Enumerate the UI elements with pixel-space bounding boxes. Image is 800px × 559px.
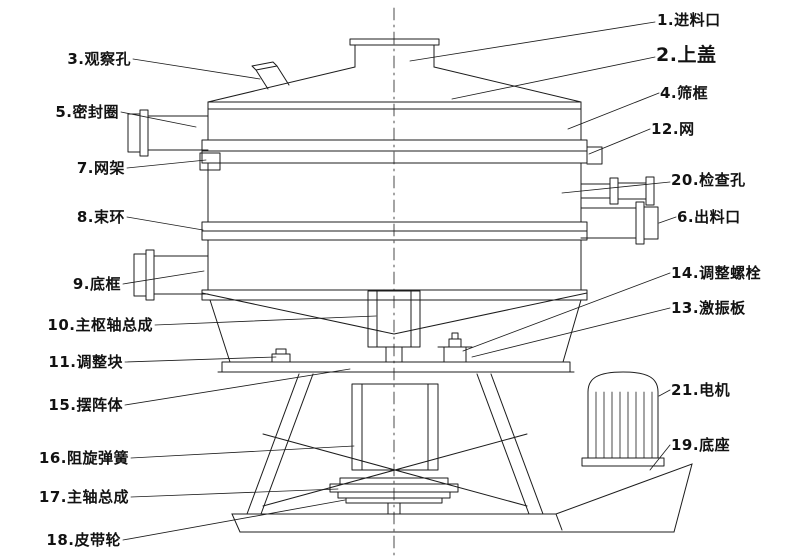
label-main-pivot-assembly: 10.主枢轴总成 [47,316,153,334]
main-pivot-block [367,290,421,363]
label-motor: 21.电机 [671,381,731,399]
body-drawing [201,101,588,335]
leader-lines [120,21,677,541]
seal-ring-port [127,109,209,157]
feed-inlet-drawing [349,38,440,68]
observation-hole-drawing [251,61,290,90]
label-mesh-frame: 7.网架 [76,159,125,177]
motor-drawing [581,371,665,467]
label-adjusting-block: 11.调整块 [48,353,123,371]
label-inspection-hole: 20.检查孔 [671,171,746,189]
right-ports-drawing [580,146,659,245]
label-seal-ring: 5.密封圈 [55,103,119,121]
mesh-frame-tab [199,152,221,171]
adjusting-bolt [437,332,473,363]
bottom-frame-port [133,249,209,301]
label-feed-inlet: 1.进料口 [657,11,721,29]
label-bottom-frame: 9.底框 [72,275,121,293]
stand-drawing [246,373,544,515]
label-top-cover: 2.上盖 [656,44,717,66]
label-belt-pulley: 18.皮带轮 [46,531,121,549]
label-sieve-frame: 4.筛框 [660,84,709,102]
inspection-hole-port [580,176,655,206]
label-anti-rotation-spring: 16.阻旋弹簧 [38,449,129,467]
label-discharge-outlet: 6.出料口 [677,208,741,226]
label-clamp-ring: 8.束环 [76,208,125,226]
label-swing-body: 15.摆阵体 [48,396,123,414]
mesh-stub [586,146,603,165]
adjusting-block-bolt [271,348,291,363]
label-observation-hole: 3.观察孔 [67,50,131,68]
label-mesh: 12.网 [651,120,695,138]
pulley-drawing [329,383,459,515]
label-base: 19.底座 [671,436,731,454]
left-ports-drawing [127,109,221,301]
clamp-ring-lower [201,221,588,241]
base-drawing [231,463,693,533]
top-cover-drawing [207,61,582,103]
internal-assembly-drawing [209,290,582,373]
clamp-ring-upper [201,139,588,164]
label-adjusting-bolt: 14.调整螺栓 [671,264,762,282]
main-shaft-column [351,383,439,471]
screen-mesh-lines [201,292,588,335]
discharge-outlet-port [580,201,659,245]
swing-plate [217,361,575,373]
label-main-shaft-assembly: 17.主轴总成 [38,488,129,506]
belt-pulley-discs [329,477,459,504]
label-vibration-plate: 13.激振板 [671,299,746,317]
